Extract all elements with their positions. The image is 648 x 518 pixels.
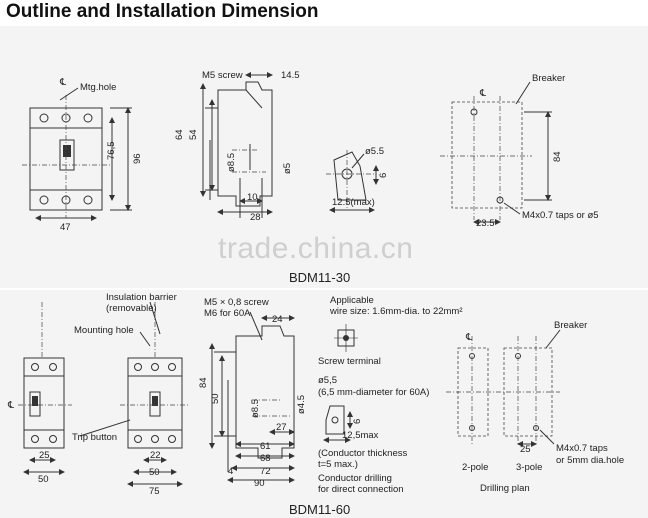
label-cl-a: ℄ (59, 77, 67, 88)
label-mounting-hole: Mounting hole (74, 325, 134, 336)
label-t5-max: t=5 max.) (318, 459, 358, 470)
label-removable: (removable) (106, 303, 157, 314)
dim-5-5: ø5.5 (365, 146, 384, 157)
label-m4-taps-b: M4x0.7 taps (556, 443, 608, 454)
label-conductor-thickness: (Conductor thickness (318, 448, 407, 459)
dim-84: 84 (552, 151, 563, 162)
dim-72: 72 (260, 466, 271, 477)
dim-90: 90 (254, 478, 265, 489)
dim-27: 27 (276, 422, 287, 433)
dim-5-5-b: ø5,5 (318, 375, 337, 386)
bdm11-60-drilling-plan: ℄ Breaker 25 M4x0.7 taps or 5mm dia.hole… (446, 320, 624, 494)
dim-76-5: 76,5 (106, 142, 117, 161)
label-m5-screw: M5 screw (202, 70, 243, 81)
label-breaker-b: Breaker (554, 320, 587, 331)
label-trip-button: Trip button (72, 432, 117, 443)
caption-bdm11-30: BDM11-30 (289, 270, 351, 285)
dim-8-5-b: ø8.5 (250, 399, 261, 418)
bdm11-60-panel (0, 290, 648, 518)
dim-10: 10 (247, 192, 258, 203)
label-screw-terminal: Screw terminal (318, 356, 381, 367)
dim-54: 54 (188, 129, 199, 140)
label-mtg-hole: Mtg.hole (80, 82, 116, 93)
label-or-5mm: or 5mm dia.hole (556, 455, 624, 466)
label-cl-b: ℄ (479, 88, 487, 99)
label-insulation-barrier: Insulation barrier (106, 292, 177, 303)
label-2-pole: 2-pole (462, 462, 488, 473)
bdm11-60-front-3pole: Insulation barrier (removable) Mounting … (72, 292, 190, 497)
label-m6-for-60a: M6 for 60A (204, 308, 251, 319)
dim-25-a: 25 (39, 450, 50, 461)
dim-84-b: 84 (198, 377, 209, 388)
dim-12-5-max: 12.5(max) (332, 197, 375, 208)
dim-14-5: 14.5 (281, 70, 300, 81)
bdm11-30-terminal-detail: ø5.5 6 12.5(max) (326, 146, 389, 213)
bdm11-30-front-view: ℄ Mtg.hole 76,5 96 47 (22, 77, 143, 233)
bdm11-30-drilling-plan: ℄ Breaker 84 23.5 M4x0.7 taps or ø5 (440, 73, 599, 229)
dim-50-b: 50 (149, 467, 160, 478)
dim-47: 47 (60, 222, 71, 233)
dim-50-c: 50 (210, 393, 221, 404)
label-m4-taps: M4x0.7 taps or ø5 (522, 210, 599, 221)
dim-22: 22 (150, 450, 161, 461)
dim-96: 96 (132, 153, 143, 164)
page-title: Outline and Installation Dimension (6, 1, 319, 22)
dim-24: 24 (272, 314, 283, 325)
bdm11-60-side-view: M5 × 0,8 screw M6 for 60A 24 84 50 ø8.5 … (198, 297, 307, 489)
label-3-pole: 3-pole (516, 462, 542, 473)
dim-75: 75 (149, 486, 160, 497)
bdm11-60-front-2pole: ℄ 25 50 (7, 302, 72, 485)
bdm11-30-panel (0, 26, 648, 288)
dim-68: 68 (260, 453, 271, 464)
dim-61: 61 (260, 441, 271, 452)
label-cl-c: ℄ (7, 400, 15, 411)
dim-8-5: ø8.5 (226, 153, 237, 172)
caption-bdm11-60: BDM11-60 (289, 502, 351, 517)
dim-6-b: 6 (352, 419, 363, 424)
label-conductor-drilling: Conductor drilling (318, 473, 392, 484)
dim-4: 4 (228, 466, 233, 477)
label-direct-connection: for direct connection (318, 484, 404, 495)
label-wire-size: wire size: 1.6mm-dia. to 22mm² (329, 306, 463, 317)
label-cl-d: ℄ (465, 332, 473, 343)
bdm11-60-terminal-notes: Applicable wire size: 1.6mm-dia. to 22mm… (318, 295, 463, 495)
label-m5-0-8-screw: M5 × 0,8 screw (204, 297, 269, 308)
label-applicable: Applicable (330, 295, 374, 306)
label-drilling-plan: Drilling plan (480, 483, 530, 494)
dim-6: 6 (378, 173, 389, 178)
dim-4-5: ø4.5 (296, 395, 307, 414)
dim-50-a: 50 (38, 474, 49, 485)
label-6-5-for-60a: (6,5 mm-diameter for 60A) (318, 387, 429, 398)
dim-12-5-max-b: 12,5max (342, 430, 379, 441)
label-breaker: Breaker (532, 73, 565, 84)
dim-28: 28 (250, 212, 261, 223)
dim-5: ø5 (282, 163, 293, 174)
dim-23-5: 23.5 (476, 218, 495, 229)
dim-25-b: 25 (520, 444, 531, 455)
dim-64: 64 (174, 129, 185, 140)
watermark: trade.china.cn (218, 232, 414, 265)
bdm11-30-side-view: M5 screw 14.5 64 54 ø8.5 ø5 10 28 (174, 70, 300, 223)
